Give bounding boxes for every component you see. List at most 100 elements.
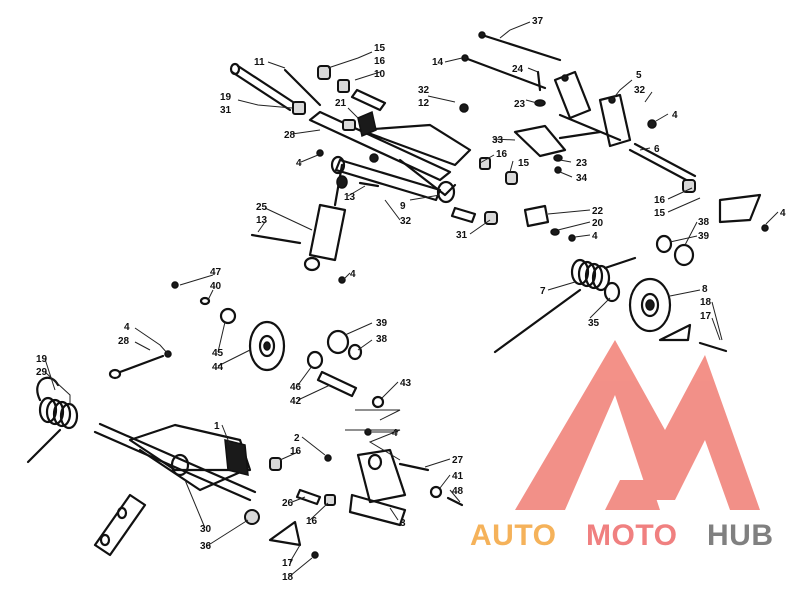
shock-absorber-25 [303,163,348,272]
callout-26: 26 [282,498,294,509]
bolt-13a [358,181,380,188]
callout-16c: 16 [654,195,666,206]
callout-36: 36 [200,541,212,552]
shaft-19 [229,62,298,112]
callout-4b: 4 [296,158,302,169]
washer-43 [371,395,385,409]
callout-16d: 16 [290,446,302,457]
bolt-48 [446,496,464,507]
callout-39: 39 [698,231,710,242]
bushing-36 [244,509,260,525]
axle-42 [316,370,358,398]
bushing-15 [317,65,331,80]
callout-48: 48 [452,486,464,497]
watermark-hub: HUB [707,519,774,552]
rod-11 [283,68,322,107]
callout-17b: 17 [282,558,294,569]
callout-24: 24 [512,64,524,75]
callout-17: 17 [700,311,712,322]
callout-38b: 38 [376,334,388,345]
bracket-3 [348,448,407,527]
callout-43: 43 [400,378,412,389]
callout-33: 33 [492,135,504,146]
callout-14: 14 [432,57,444,68]
callout-18: 18 [700,297,712,308]
callout-1: 1 [214,421,220,432]
link-30 [93,493,147,557]
bushing-38a [673,243,695,267]
bolt-18b [311,551,319,559]
washer-39b [347,343,363,361]
callout-5: 5 [636,70,642,81]
bushing-15b [505,171,518,185]
bracket-33 [513,124,602,158]
bushing-31 [292,101,306,115]
bracket-17a [658,323,692,342]
wheel-44 [248,320,286,372]
bolt-28b [108,354,165,380]
callout-20: 20 [592,218,604,229]
callout-19b: 19 [36,354,48,365]
callout-3: 3 [400,518,406,529]
callout-4c: 4 [780,208,786,219]
washer-20 [550,228,560,236]
washer-35 [603,281,621,303]
watermark-logo [515,340,760,510]
callout-31: 31 [220,105,232,116]
callout-47: 47 [210,267,222,278]
callout-19: 19 [220,92,232,103]
plate-22 [523,204,550,228]
bushing-16 [337,79,350,93]
lower-arm-1 [128,423,252,492]
callout-45: 45 [212,348,224,359]
rod-6 [628,142,697,184]
nut-2 [324,454,332,462]
callout-29: 29 [36,367,48,378]
callout-38: 38 [698,217,710,228]
callout-21: 21 [335,98,347,109]
callout-9: 9 [400,201,406,212]
callout-32b: 32 [418,85,430,96]
watermark-text: AUTO MOTO HUB [470,519,774,552]
callout-31b: 31 [456,230,468,241]
bushing-16b [479,157,491,170]
bushing-16c [682,179,696,193]
bracket-5 [553,70,632,148]
spacer-26 [295,488,322,506]
callout-28: 28 [284,130,296,141]
washer-23a [534,99,546,107]
washer-39a [655,234,673,254]
bracket-17b [268,520,302,547]
sleeve-10 [350,88,387,112]
nut-4e [338,276,346,284]
shaft-9 [330,155,477,224]
callout-30: 30 [200,524,212,535]
leader-outline-2 [355,409,401,421]
watermark-moto: MOTO [586,519,677,552]
bolt-24 [536,70,542,92]
leader-outline [345,429,401,461]
callout-16b: 16 [496,149,508,160]
callout-4g: 4 [392,428,398,439]
callout-4d: 4 [592,231,598,242]
callout-34: 34 [576,173,588,184]
nut-4b [316,149,324,157]
callout-15: 15 [374,43,386,54]
callout-23b: 23 [576,158,588,169]
callout-16: 16 [374,56,386,67]
bushing-38b [326,329,350,355]
bushing-16d [269,457,282,471]
nut-4a [647,119,657,129]
callout-4f: 4 [124,322,130,333]
callout-27: 27 [452,455,464,466]
washer-41 [429,485,443,499]
bolt-47 [171,281,179,289]
callout-16e: 16 [306,516,318,527]
bolt-14 [461,54,547,90]
callout-35: 35 [588,318,600,329]
callout-46: 46 [290,382,302,393]
spring-29 [26,376,79,464]
callout-23: 23 [514,99,526,110]
